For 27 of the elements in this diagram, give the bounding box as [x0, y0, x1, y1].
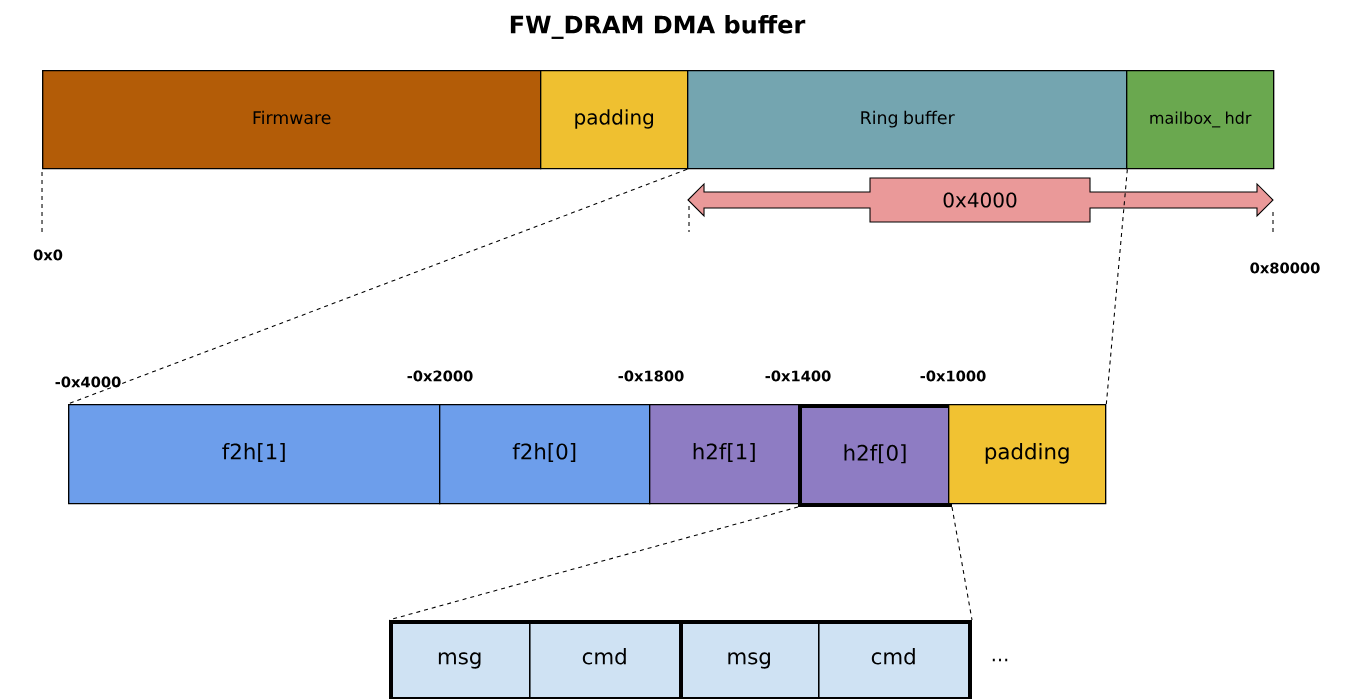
address-label: -0x2000	[407, 370, 473, 382]
zoom-line	[1105, 168, 1128, 405]
memory-block: cmd	[818, 620, 970, 699]
address-label: 0x0	[33, 249, 63, 261]
zoom-line	[67, 168, 688, 405]
memory-block: msg	[389, 620, 531, 699]
entry-box	[679, 620, 972, 699]
memory-block: Firmware	[42, 70, 542, 170]
memory-block: padding	[948, 404, 1107, 505]
memory-block: msg	[679, 620, 820, 699]
address-label: …	[992, 658, 1008, 662]
zoom-line	[951, 506, 973, 621]
memory-block: mailbox_ hdr	[1126, 70, 1275, 170]
title: FW_DRAM DMA buffer	[510, 15, 806, 39]
memory-block: f2h[1]	[68, 404, 441, 505]
address-label: 0x80000	[1250, 262, 1320, 274]
address-label: -0x1000	[920, 370, 986, 382]
memory-block: f2h[0]	[439, 404, 651, 505]
memory-block: cmd	[529, 620, 681, 699]
memory-block: padding	[540, 70, 689, 170]
address-label: -0x1400	[765, 370, 831, 382]
address-label: -0x4000	[55, 376, 121, 388]
memory-block: h2f[0]	[798, 404, 952, 507]
memory-block: h2f[1]	[649, 404, 800, 505]
address-label: -0x1800	[618, 370, 684, 382]
address-label: 0x4000	[943, 192, 1017, 208]
memory-block: Ring buffer	[687, 70, 1128, 170]
